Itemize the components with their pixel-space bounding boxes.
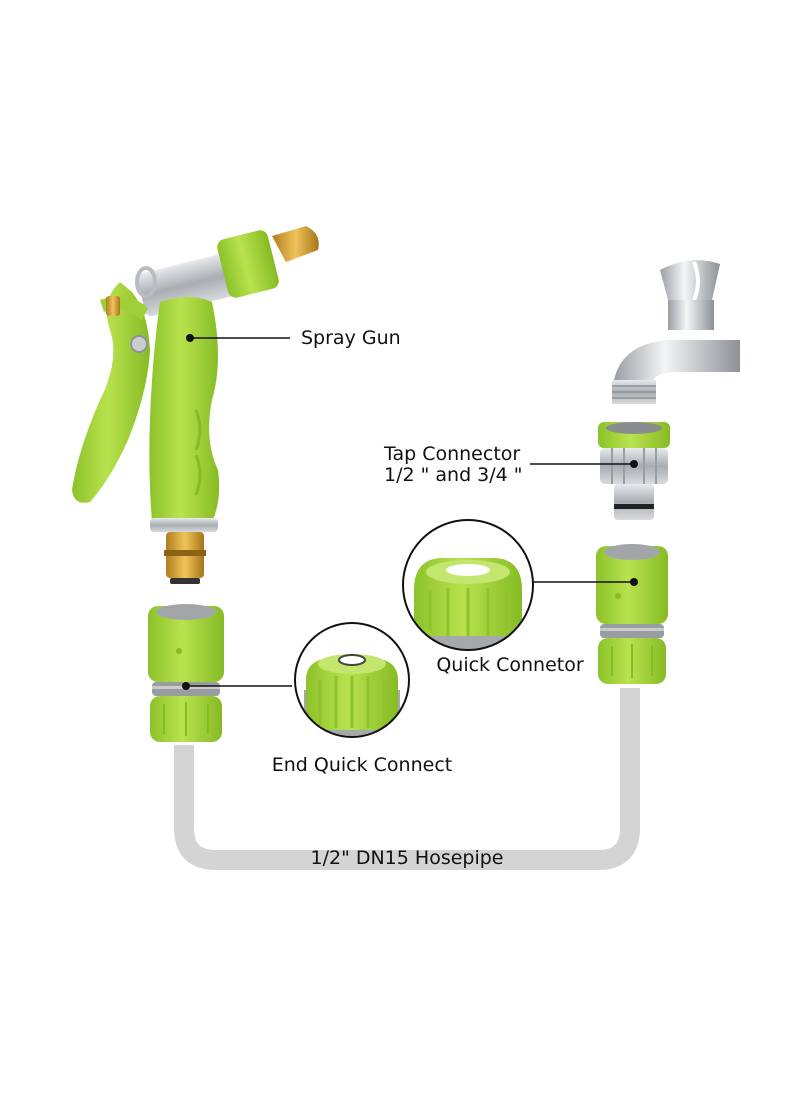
end-quick-connect-callout [294, 622, 410, 738]
tap-connector-label-line2: 1/2 " and 3/4 " [384, 464, 523, 486]
end-quick-connect-part [148, 604, 292, 742]
tap-connector-label-line1: Tap Connector [383, 443, 520, 465]
faucet [612, 260, 740, 404]
quick-connector-label: Quick Connetor [436, 654, 584, 676]
spray-gun-label: Spray Gun [301, 327, 401, 349]
tap-connector [530, 422, 670, 520]
hosepipe-label: 1/2" DN15 Hosepipe [310, 847, 503, 869]
quick-connector-callout [402, 519, 534, 651]
spray-gun [72, 226, 319, 584]
hosepipe [174, 688, 640, 870]
quick-connector-part [532, 544, 668, 684]
end-quick-connect-label: End Quick Connect [272, 754, 452, 776]
